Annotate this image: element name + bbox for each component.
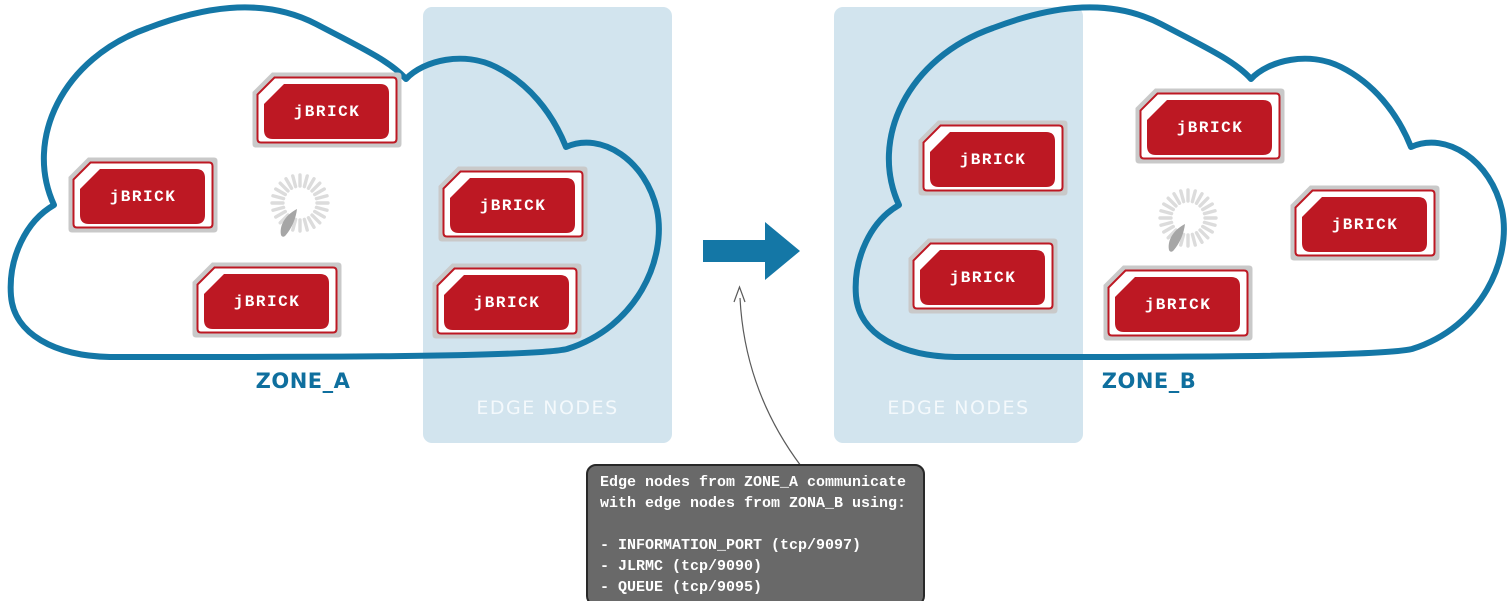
jbrick-node: jBRICK xyxy=(68,157,218,233)
annotation-line: with edge nodes from ZONA_B using: xyxy=(600,495,907,512)
jbrick-node: jBRICK xyxy=(438,166,588,242)
jbrick-node-label: jBRICK xyxy=(473,293,541,312)
jbrick-node: jBRICK xyxy=(1290,185,1440,261)
jbrick-node: jBRICK xyxy=(918,120,1068,196)
annotation-line xyxy=(600,514,911,535)
jbrick-node-label: jBRICK xyxy=(1176,118,1244,137)
annotation-line: - JLRMC (tcp/9090) xyxy=(600,558,763,575)
jbrick-node: jBRICK xyxy=(432,263,582,339)
jbrick-node-label: jBRICK xyxy=(293,102,361,121)
jbrick-node-label: jBRICK xyxy=(233,292,301,311)
annotation-pointer-line xyxy=(733,285,802,467)
spinner-logo-icon xyxy=(270,173,330,237)
jbrick-node-label: jBRICK xyxy=(1144,295,1212,314)
jbrick-node-label: jBRICK xyxy=(479,196,547,215)
jbrick-node-label: jBRICK xyxy=(1331,215,1399,234)
jbrick-node: jBRICK xyxy=(1103,265,1253,341)
annotation-line: Edge nodes from ZONE_A communicate xyxy=(600,474,907,491)
zone-b-edge-region-label: EDGE NODES xyxy=(887,397,1030,419)
jbrick-node: jBRICK xyxy=(1135,88,1285,164)
annotation-line: - INFORMATION_PORT (tcp/9097) xyxy=(600,537,862,554)
jbrick-node: jBRICK xyxy=(192,262,342,338)
jbrick-node-label: jBRICK xyxy=(949,268,1017,287)
zone-b-label: ZONE_B xyxy=(1101,369,1197,393)
annotation-line: - QUEUE (tcp/9095) xyxy=(600,579,763,596)
jbrick-node-label: jBRICK xyxy=(959,150,1027,169)
zone-a-edge-region-label: EDGE NODES xyxy=(476,397,619,419)
zone-a-label: ZONE_A xyxy=(255,369,351,393)
jbrick-node: jBRICK xyxy=(908,238,1058,314)
jbrick-node-label: jBRICK xyxy=(109,187,177,206)
spinner-logo-icon xyxy=(1158,188,1218,252)
jbrick-node: jBRICK xyxy=(252,72,402,148)
flow-arrow-icon xyxy=(703,222,800,280)
annotation-box: Edge nodes from ZONE_A communicate with … xyxy=(586,464,925,601)
